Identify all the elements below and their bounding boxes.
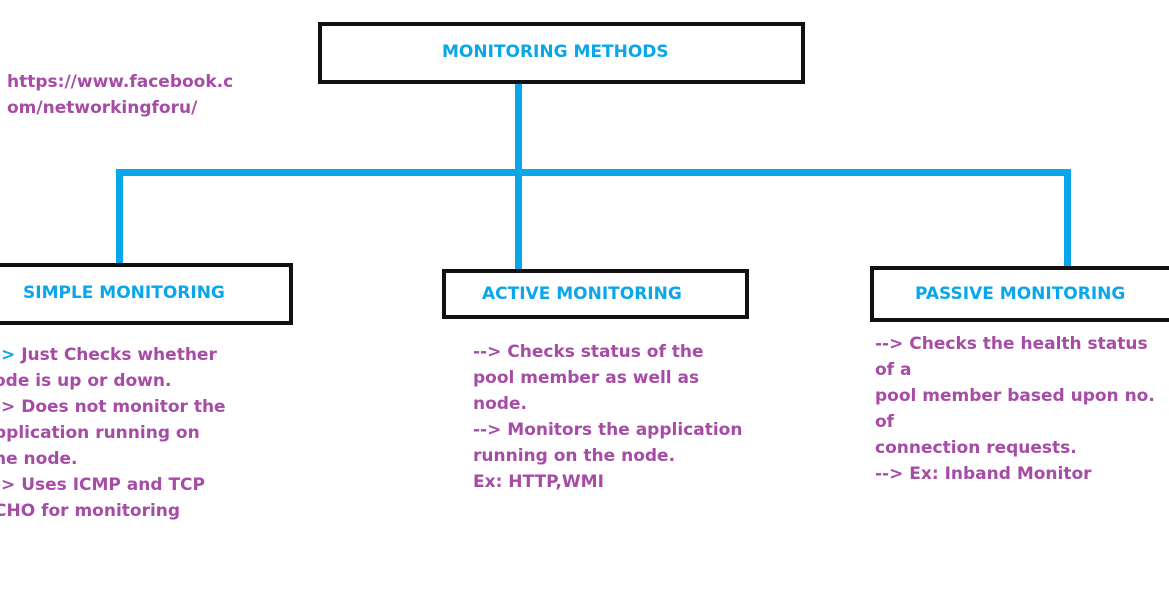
connector-simple-drop xyxy=(116,169,123,263)
simple-monitoring-arrow-prefix: -> xyxy=(0,345,16,365)
facebook-url-text: https://www.facebook.c om/networkingforu… xyxy=(7,72,234,118)
active-monitoring-label: ACTIVE MONITORING xyxy=(482,284,682,304)
connector-passive-drop xyxy=(1064,169,1071,269)
simple-monitoring-description: -> Just Checks whether ode is up or down… xyxy=(0,342,226,524)
simple-monitoring-description-text: Just Checks whether ode is up or down. -… xyxy=(0,345,226,521)
child-node-passive-monitoring: PASSIVE MONITORING xyxy=(870,266,1169,322)
root-node-label: MONITORING METHODS xyxy=(442,42,669,62)
passive-monitoring-description: --> Checks the health status of a pool m… xyxy=(875,334,1155,484)
child-node-simple-monitoring: SIMPLE MONITORING xyxy=(0,263,293,325)
simple-monitoring-label: SIMPLE MONITORING xyxy=(23,283,225,303)
root-node-monitoring-methods: MONITORING METHODS xyxy=(318,22,805,84)
connector-root-stem xyxy=(515,84,522,271)
active-monitoring-description: --> Checks status of the pool member as … xyxy=(473,342,743,492)
connector-horizontal-bar xyxy=(116,169,1071,176)
child-node-active-monitoring: ACTIVE MONITORING xyxy=(442,269,749,319)
passive-monitoring-label: PASSIVE MONITORING xyxy=(915,284,1126,304)
